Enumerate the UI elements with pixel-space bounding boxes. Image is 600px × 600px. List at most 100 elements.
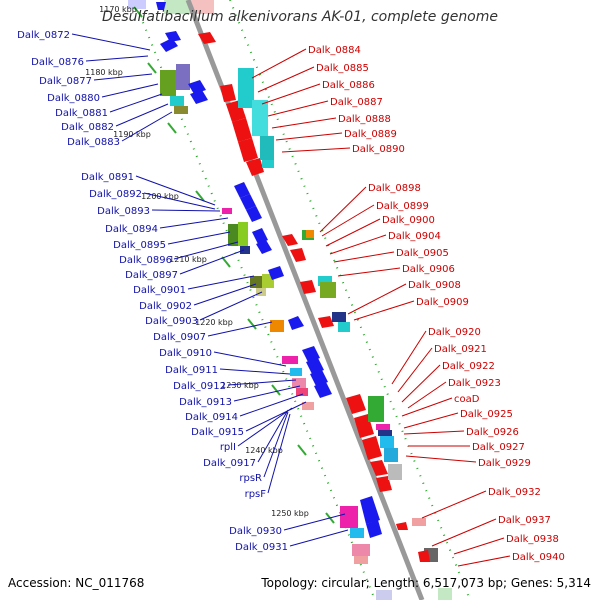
gene-label-dalk-0906[interactable]: Dalk_0906 xyxy=(402,264,455,275)
leader-dalk-0884 xyxy=(251,48,307,79)
kbp-mark-0: 1170 kbp xyxy=(99,5,143,18)
kbp-mark-5: 1220 kbp xyxy=(195,318,257,330)
gene-label-dalk-0889[interactable]: Dalk_0889 xyxy=(344,129,397,140)
gene-label-rpli[interactable]: rplI xyxy=(220,442,236,453)
gene-label-dalk-0883[interactable]: Dalk_0883 xyxy=(67,137,120,148)
leader-dalk-0872 xyxy=(71,33,151,51)
kbp-label: 1190 kbp xyxy=(113,130,151,139)
kbp-label: 1210 kbp xyxy=(169,255,207,264)
leader-dalk-0885 xyxy=(257,66,315,93)
leader-dalk-0925 xyxy=(403,412,459,429)
gene-label-dalk-0902[interactable]: Dalk_0902 xyxy=(139,301,192,312)
gene-label-dalk-0937[interactable]: Dalk_0937 xyxy=(498,515,551,526)
gene-label-dalk-0905[interactable]: Dalk_0905 xyxy=(396,248,449,259)
gene-label-rpsf[interactable]: rpsF xyxy=(245,489,267,500)
leader-dalk-0906 xyxy=(337,267,401,277)
leader-dalk-0886 xyxy=(261,83,321,105)
leader-dalk-0907 xyxy=(207,321,273,337)
leader-dalk-0912 xyxy=(227,379,297,386)
gene-label-dalk-0929[interactable]: Dalk_0929 xyxy=(478,458,531,469)
leader-dalk-0883 xyxy=(121,111,173,142)
forward-genes xyxy=(160,31,392,600)
gene-label-dalk-0912[interactable]: Dalk_0912 xyxy=(173,381,226,392)
leader-dalk-0877 xyxy=(93,73,153,81)
gene-label-dalk-0885[interactable]: Dalk_0885 xyxy=(316,63,369,74)
gene-label-dalk-0903[interactable]: Dalk_0903 xyxy=(145,316,198,327)
gene-label-dalk-0891[interactable]: Dalk_0891 xyxy=(81,172,134,183)
leader-dalk-0910 xyxy=(213,351,287,367)
leader-dalk-0911 xyxy=(219,368,291,375)
gene-label-dalk-0932[interactable]: Dalk_0932 xyxy=(488,487,541,498)
gene-label-dalk-0880[interactable]: Dalk_0880 xyxy=(47,93,100,104)
leader-dalk-0882 xyxy=(115,103,169,127)
leader-dalk-0888 xyxy=(271,117,337,129)
gene-label-dalk-0890[interactable]: Dalk_0890 xyxy=(352,144,405,155)
gene-0907 xyxy=(270,320,284,332)
leader-dalk-0926 xyxy=(403,430,465,435)
top-edge-genes xyxy=(128,0,214,14)
leader-dalk-0921 xyxy=(397,347,433,393)
gene-0880 xyxy=(160,70,176,96)
kbp-mark-6: 1230 kbp xyxy=(221,381,281,396)
gene-label-coad[interactable]: coaD xyxy=(454,394,480,405)
leader-dalk-0940 xyxy=(457,555,511,567)
gene-label-dalk-0882[interactable]: Dalk_0882 xyxy=(61,122,114,133)
gene-label-dalk-0921[interactable]: Dalk_0921 xyxy=(434,344,487,355)
gene-label-dalk-0922[interactable]: Dalk_0922 xyxy=(442,361,495,372)
gene-label-dalk-0898[interactable]: Dalk_0898 xyxy=(368,183,421,194)
gene-label-dalk-0895[interactable]: Dalk_0895 xyxy=(113,240,166,251)
gene-label-dalk-0887[interactable]: Dalk_0887 xyxy=(330,97,383,108)
gene-label-dalk-0909[interactable]: Dalk_0909 xyxy=(416,297,469,308)
kbp-mark-4: 1210 kbp xyxy=(169,255,231,268)
leader-dalk-0914 xyxy=(239,393,304,417)
leader-dalk-0890 xyxy=(281,147,351,153)
gene-label-dalk-0901[interactable]: Dalk_0901 xyxy=(133,285,186,296)
gene-label-dalk-0904[interactable]: Dalk_0904 xyxy=(388,231,441,242)
gene-label-dalk-0910[interactable]: Dalk_0910 xyxy=(159,348,212,359)
gene-label-dalk-0926[interactable]: Dalk_0926 xyxy=(466,427,519,438)
leader-rpsf xyxy=(267,413,291,494)
gene-label-dalk-0881[interactable]: Dalk_0881 xyxy=(55,108,108,119)
gene-label-dalk-0900[interactable]: Dalk_0900 xyxy=(382,215,435,226)
leader-dalk-0893 xyxy=(151,209,221,212)
leader-dalk-0922 xyxy=(401,364,441,403)
leader-dalk-0881 xyxy=(109,93,163,113)
kbp-label: 1180 kbp xyxy=(85,68,123,77)
gene-label-dalk-0892[interactable]: Dalk_0892 xyxy=(89,189,142,200)
gene-label-dalk-0876[interactable]: Dalk_0876 xyxy=(31,57,84,68)
gene-label-dalk-0884[interactable]: Dalk_0884 xyxy=(308,45,361,56)
gene-label-dalk-0920[interactable]: Dalk_0920 xyxy=(428,327,481,338)
gene-label-dalk-0907[interactable]: Dalk_0907 xyxy=(153,332,206,343)
gene-label-dalk-0888[interactable]: Dalk_0888 xyxy=(338,114,391,125)
gene-label-dalk-0886[interactable]: Dalk_0886 xyxy=(322,80,375,91)
leader-dalk-0931 xyxy=(289,529,349,547)
leader-dalk-0897 xyxy=(179,249,245,275)
gene-label-dalk-0899[interactable]: Dalk_0899 xyxy=(376,201,429,212)
gene-label-dalk-0931[interactable]: Dalk_0931 xyxy=(235,542,288,553)
gene-label-dalk-0872[interactable]: Dalk_0872 xyxy=(17,30,70,41)
gene-label-rpsr[interactable]: rpsR xyxy=(239,473,262,484)
gene-label-dalk-0877[interactable]: Dalk_0877 xyxy=(39,76,92,87)
gene-label-dalk-0915[interactable]: Dalk_0915 xyxy=(191,427,244,438)
gene-label-dalk-0894[interactable]: Dalk_0894 xyxy=(105,224,158,235)
gene-label-dalk-0923[interactable]: Dalk_0923 xyxy=(448,378,501,389)
leader-dalk-0930 xyxy=(283,513,346,531)
gene-label-dalk-0940[interactable]: Dalk_0940 xyxy=(512,552,565,563)
gene-label-dalk-0896[interactable]: Dalk_0896 xyxy=(119,255,172,266)
gene-label-dalk-0897[interactable]: Dalk_0897 xyxy=(125,270,178,281)
gene-label-dalk-0893[interactable]: Dalk_0893 xyxy=(97,206,150,217)
gene-label-dalk-0938[interactable]: Dalk_0938 xyxy=(506,534,559,545)
gene-label-dalk-0917[interactable]: Dalk_0917 xyxy=(203,458,256,469)
gene-label-dalk-0908[interactable]: Dalk_0908 xyxy=(408,280,461,291)
gene-label-dalk-0925[interactable]: Dalk_0925 xyxy=(460,409,513,420)
leader-dalk-0896 xyxy=(173,241,239,260)
gene-label-dalk-0927[interactable]: Dalk_0927 xyxy=(472,442,525,453)
gene-label-dalk-0930[interactable]: Dalk_0930 xyxy=(229,526,282,537)
gene-label-dalk-0913[interactable]: Dalk_0913 xyxy=(179,397,232,408)
leader-rpsr xyxy=(263,411,289,478)
gene-label-dalk-0914[interactable]: Dalk_0914 xyxy=(185,412,238,423)
gene-label-dalk-0911[interactable]: Dalk_0911 xyxy=(165,365,218,376)
kbp-mark-1: 1180 kbp xyxy=(85,62,157,77)
